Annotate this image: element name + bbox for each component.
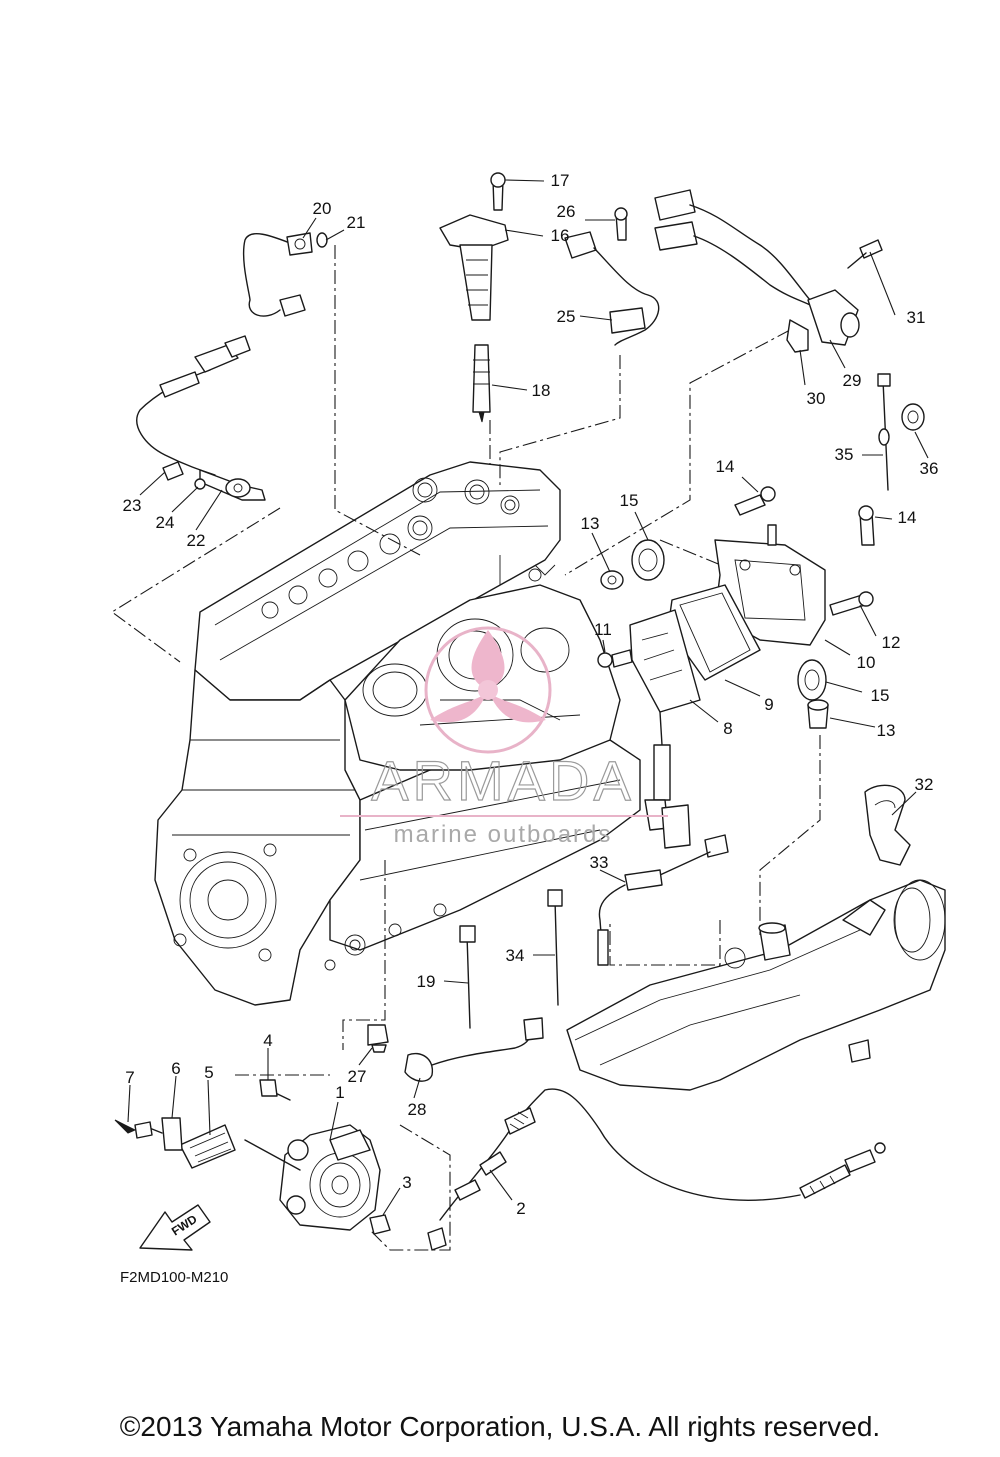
callout-label: 34 <box>506 946 525 965</box>
callout-label: 12 <box>882 633 901 652</box>
callout-label: 13 <box>877 721 896 740</box>
callout-label: 26 <box>557 202 576 221</box>
part-callouts: 1 2 3 4 5 6 7 8 9 10 11 12 13 13 14 14 1… <box>123 171 939 1218</box>
part-code: F2MD100-M210 <box>120 1269 228 1286</box>
callout-label: 1 <box>335 1083 344 1102</box>
callout-label: 14 <box>898 508 917 527</box>
callout-label: 13 <box>581 514 600 533</box>
callout-label: 36 <box>920 459 939 478</box>
callout-leaders <box>127 179 929 1216</box>
callout-label: 5 <box>204 1063 213 1082</box>
o2-sensor-harness <box>136 232 328 501</box>
callout-label: 29 <box>843 371 862 390</box>
callout-label: 9 <box>764 695 773 714</box>
callout-label: 8 <box>723 719 732 738</box>
callout-label: 30 <box>807 389 826 408</box>
callout-label: 15 <box>620 491 639 510</box>
armada-watermark: ARMADA marine outboards <box>340 626 668 848</box>
watermark-brand: ARMADA <box>371 749 635 812</box>
ignition-coil-and-spark-plug <box>439 172 509 423</box>
callout-label: 6 <box>171 1059 180 1078</box>
callout-label: 22 <box>187 531 206 550</box>
callout-label: 20 <box>313 199 332 218</box>
pressure-sensor-and-harness <box>367 1017 544 1082</box>
throttle-body-and-cable <box>114 1079 886 1251</box>
callout-label: 23 <box>123 496 142 515</box>
callout-label: 17 <box>551 171 570 190</box>
callout-label: 14 <box>716 457 735 476</box>
callout-label: 10 <box>857 653 876 672</box>
callout-label: 28 <box>408 1100 427 1119</box>
callout-label: 18 <box>532 381 551 400</box>
crank-sensor-harness <box>654 189 883 353</box>
callout-label: 32 <box>915 775 934 794</box>
harness-clamp <box>864 784 911 866</box>
callout-label: 19 <box>417 972 436 991</box>
callout-label: 31 <box>907 308 926 327</box>
intake-duct <box>566 879 946 1091</box>
callout-label: 33 <box>590 853 609 872</box>
copyright-notice: ©2013 Yamaha Motor Corporation, U.S.A. A… <box>119 1411 881 1442</box>
cam-sensor <box>564 207 660 346</box>
callout-label: 3 <box>402 1173 411 1192</box>
callout-label: 35 <box>835 445 854 464</box>
callout-label: 24 <box>156 513 175 532</box>
callout-label: 4 <box>263 1031 272 1050</box>
callout-label: 16 <box>551 226 570 245</box>
tie-wrap-and-grommet <box>877 373 925 491</box>
forward-direction-arrow: FWD <box>139 1204 211 1251</box>
callout-label: 2 <box>516 1199 525 1218</box>
callout-label: 27 <box>348 1067 367 1086</box>
callout-label: 25 <box>557 307 576 326</box>
callout-label: 21 <box>347 213 366 232</box>
callout-label: 11 <box>594 620 612 639</box>
callout-label: 15 <box>871 686 890 705</box>
temperature-sensor-and-straps <box>459 834 729 1029</box>
watermark-tagline: marine outboards <box>394 821 613 848</box>
callout-label: 7 <box>125 1068 134 1087</box>
